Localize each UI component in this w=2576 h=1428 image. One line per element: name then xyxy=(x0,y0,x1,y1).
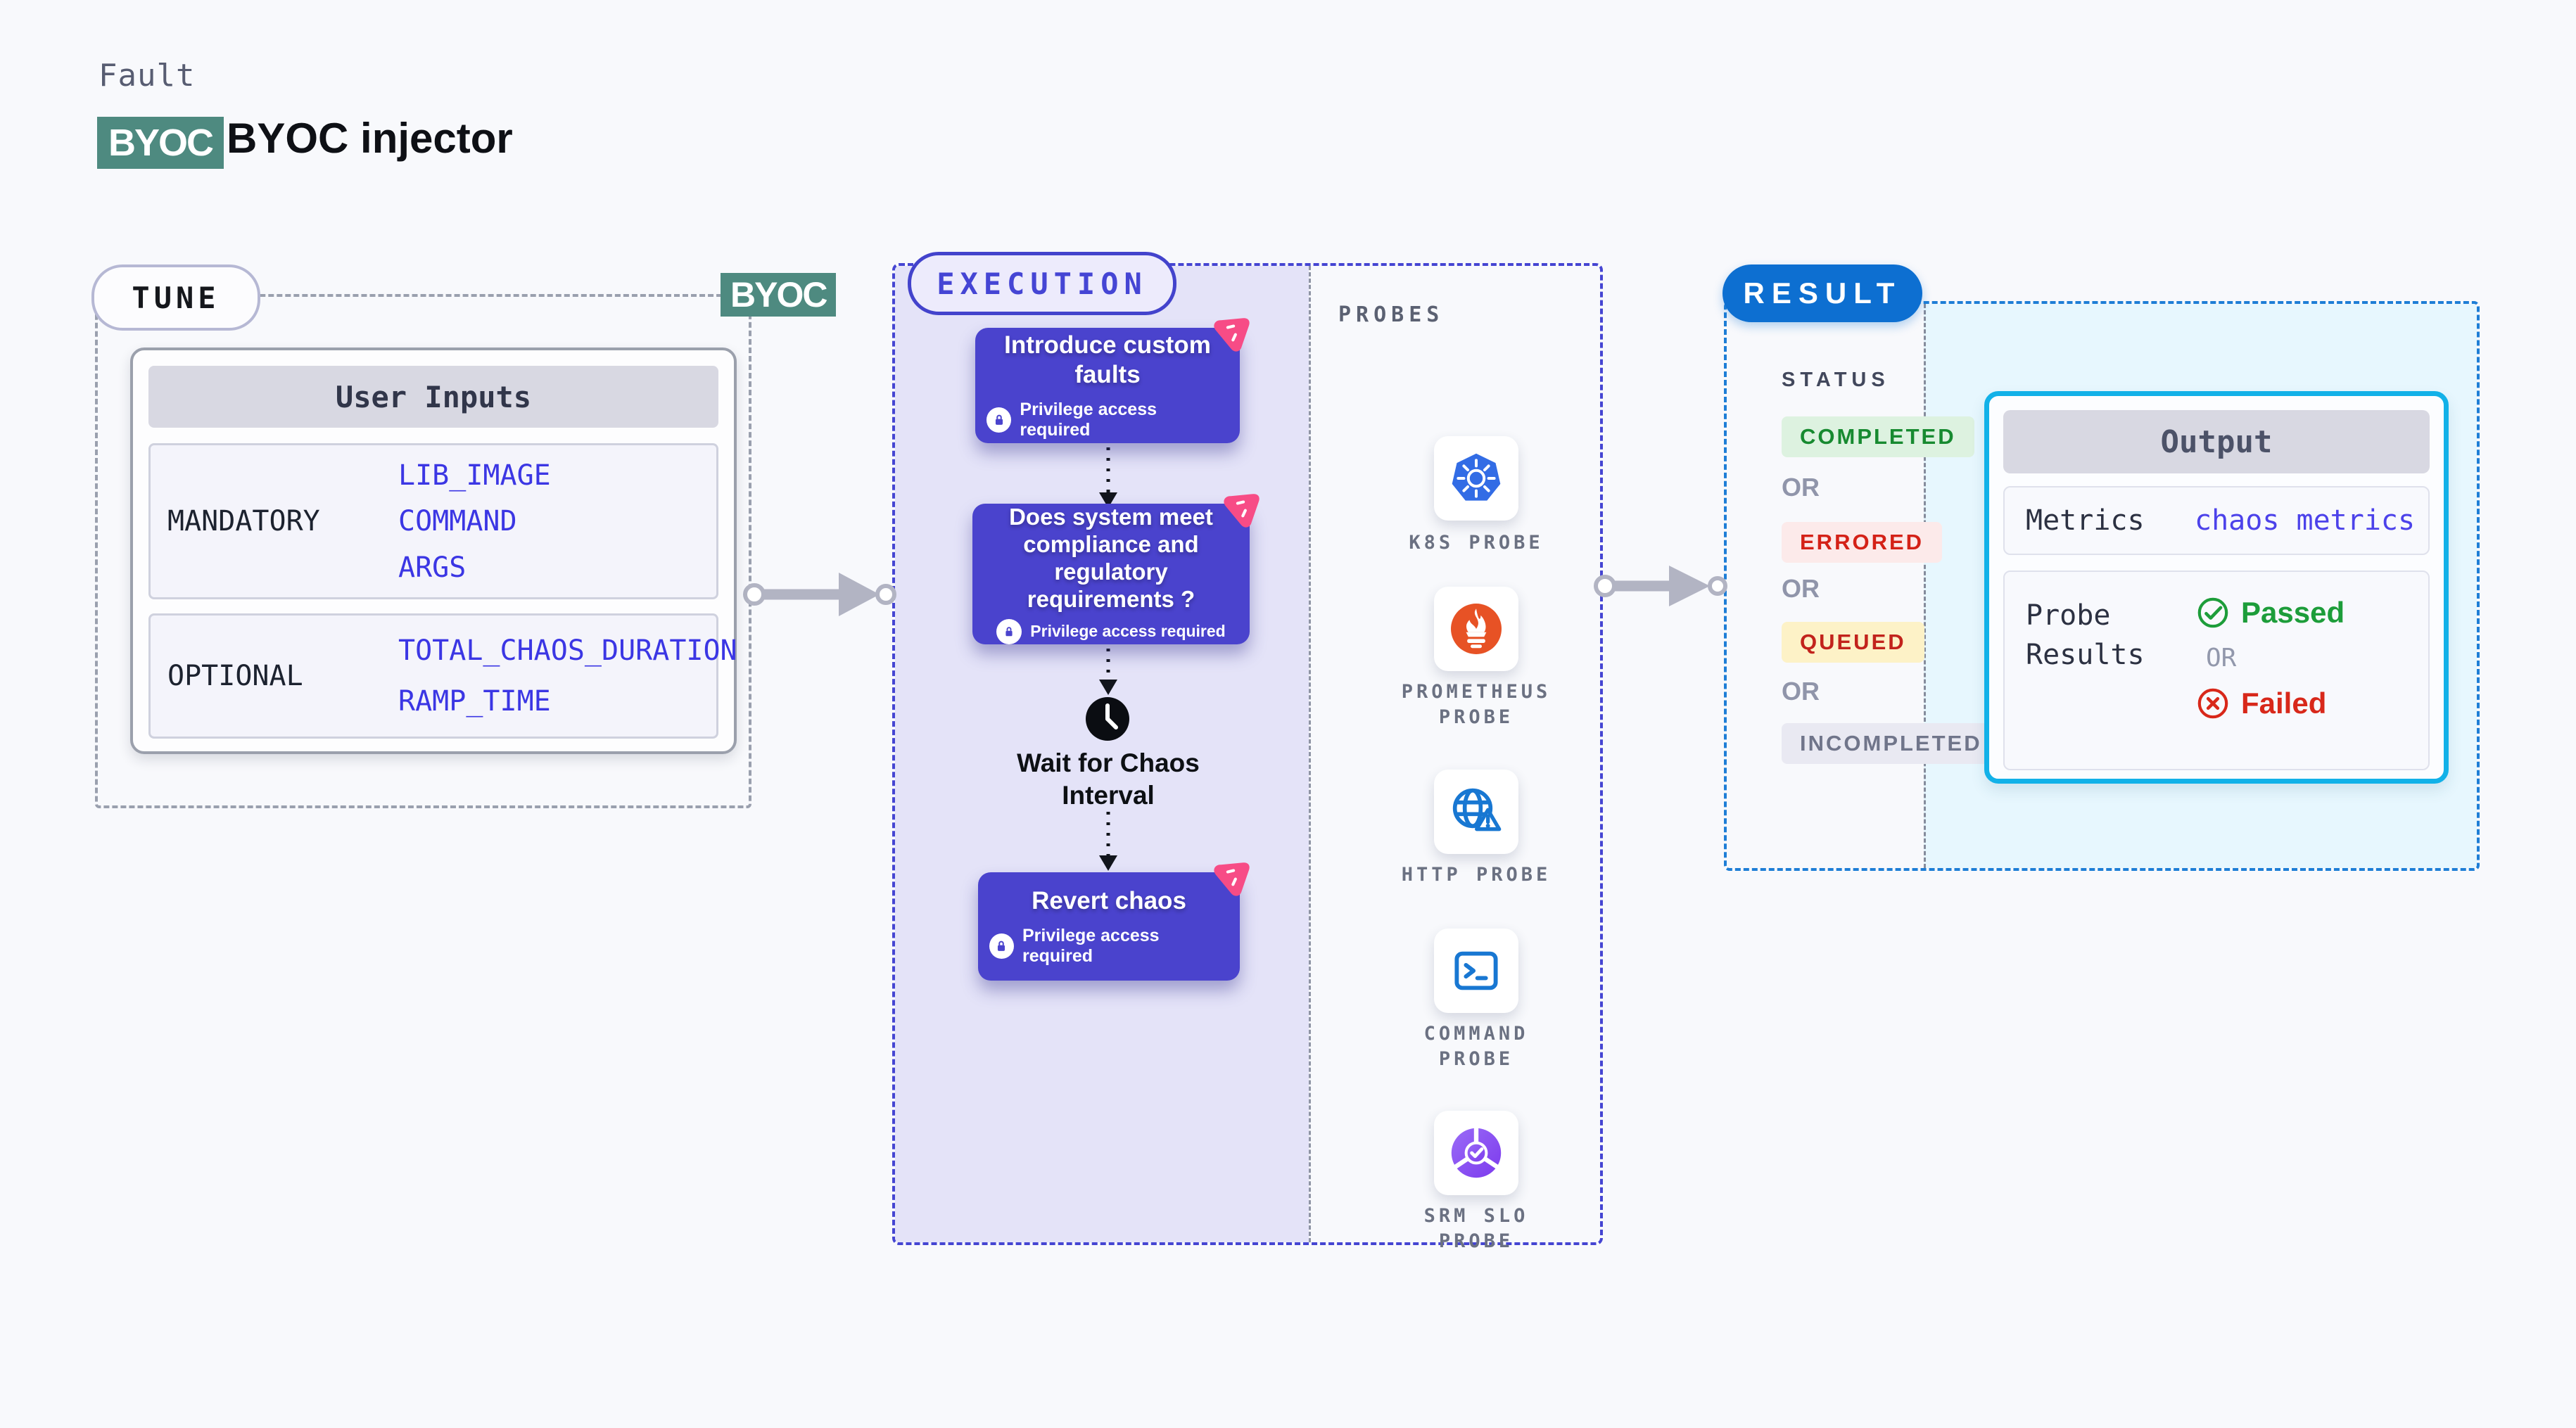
x-circle-icon xyxy=(2197,688,2228,719)
node-title: Does system meet compliance and regulato… xyxy=(1009,504,1213,612)
input-variable: ARGS xyxy=(398,551,467,584)
probe-results-label: Probe Results xyxy=(2026,599,2145,671)
node-compliance-check: Does system meet compliance and regulato… xyxy=(972,494,1260,644)
probe-label-prometheus: PROMETHEUS PROBE xyxy=(1401,681,1552,729)
byoc-badge: BYOC xyxy=(97,117,224,169)
lock-icon xyxy=(986,407,1012,433)
mandatory-label: MANDATORY xyxy=(167,505,320,537)
probe-card-srm-slo xyxy=(1434,1111,1518,1195)
verdict-passed: Passed xyxy=(2196,596,2345,630)
or-separator: OR xyxy=(2206,644,2237,672)
probe-label-srm-slo: SRM SLO PROBE xyxy=(1423,1205,1529,1253)
arrow-tune-to-execution xyxy=(743,573,896,616)
page-kicker: Fault xyxy=(99,58,196,94)
optional-label: OPTIONAL xyxy=(167,660,303,692)
tune-section xyxy=(95,294,751,808)
lock-icon xyxy=(996,618,1022,644)
output-card: Output Metrics chaos metrics Probe Resul… xyxy=(1984,391,2449,784)
privilege-badge: Privilege access required xyxy=(986,400,1229,440)
privilege-badge: Privilege access required xyxy=(989,926,1229,967)
user-input-row-mandatory: MANDATORY LIB_IMAGE COMMAND ARGS xyxy=(148,443,718,599)
execution-pill: EXECUTION xyxy=(908,252,1176,315)
result-pill: RESULT xyxy=(1722,264,1922,322)
input-variable: TOTAL_CHAOS_DURATION xyxy=(398,634,737,667)
privilege-text: Privilege access required xyxy=(1020,400,1157,440)
status-badge-queued: QUEUED xyxy=(1782,622,1924,663)
input-variable: COMMAND xyxy=(398,505,517,537)
verdict-failed: Failed xyxy=(2196,687,2345,720)
metrics-value: chaos metrics xyxy=(2195,504,2416,537)
probe-card-command xyxy=(1434,929,1518,1013)
or-separator: OR xyxy=(1782,574,1820,603)
optional-values: TOTAL_CHAOS_DURATION RAMP_TIME xyxy=(398,616,737,737)
passed-text: Passed xyxy=(2241,596,2345,629)
globe-alert-icon xyxy=(1452,788,1502,831)
user-inputs-card: User Inputs MANDATORY LIB_IMAGE COMMAND … xyxy=(130,348,737,754)
privilege-text: Privilege access required xyxy=(1030,622,1226,641)
prometheus-icon xyxy=(1451,604,1502,654)
node-revert-chaos: Revert chaos Privilege access required xyxy=(978,862,1250,981)
probe-card-http xyxy=(1434,770,1518,854)
probe-results-row: Probe Results Passed OR Failed xyxy=(2003,570,2430,770)
probe-label-k8s: K8S PROBE xyxy=(1409,532,1544,554)
execution-probes-divider xyxy=(1309,266,1311,1242)
probe-card-k8s xyxy=(1434,436,1518,521)
or-separator: OR xyxy=(1782,677,1820,706)
status-badge-completed: COMPLETED xyxy=(1782,416,1974,457)
privilege-text: Privilege access required xyxy=(1022,926,1160,966)
chaos-flag-icon xyxy=(1224,494,1260,528)
slo-check-icon xyxy=(1451,1127,1502,1178)
user-input-row-optional: OPTIONAL TOTAL_CHAOS_DURATION RAMP_TIME xyxy=(148,613,737,739)
input-variable: RAMP_TIME xyxy=(398,685,551,718)
arrow-probes-to-result xyxy=(1594,566,1727,606)
clock-icon xyxy=(1086,697,1129,741)
status-badge-incompleted: INCOMPLETED xyxy=(1782,723,2000,764)
kubernetes-icon xyxy=(1452,453,1501,501)
page-title: BYOC injector xyxy=(227,115,513,162)
probe-label-command: COMMAND PROBE xyxy=(1423,1023,1529,1071)
failed-text: Failed xyxy=(2241,687,2327,720)
status-label: STATUS xyxy=(1782,369,1890,391)
status-output-divider xyxy=(1924,304,1926,868)
node-introduce-faults: Introduce custom faults Privilege access… xyxy=(975,318,1250,443)
lock-icon xyxy=(989,933,1014,959)
output-header: Output xyxy=(2003,410,2430,473)
node-title: Revert chaos xyxy=(1032,887,1186,914)
mandatory-values: LIB_IMAGE COMMAND ARGS xyxy=(398,445,551,597)
metrics-label: Metrics xyxy=(2026,504,2145,537)
terminal-icon xyxy=(1454,951,1498,990)
privilege-badge: Privilege access required xyxy=(996,618,1226,644)
probes-label: PROBES xyxy=(1338,302,1445,327)
input-variable: LIB_IMAGE xyxy=(398,459,551,492)
chaos-flag-icon xyxy=(1214,862,1250,896)
probe-verdicts: Passed OR Failed xyxy=(2196,596,2345,720)
tune-pill: TUNE xyxy=(91,264,260,331)
probe-label-http: HTTP PROBE xyxy=(1401,864,1552,886)
byoc-corner-badge: BYOC xyxy=(721,273,837,317)
metrics-row: Metrics chaos metrics xyxy=(2003,486,2430,555)
wait-interval-label: Wait for Chaos Interval xyxy=(1017,748,1200,810)
status-badge-errored: ERRORED xyxy=(1782,522,1943,563)
node-title: Introduce custom faults xyxy=(1004,331,1211,388)
check-circle-icon xyxy=(2197,597,2228,628)
or-separator: OR xyxy=(1782,473,1820,502)
chaos-flag-icon xyxy=(1214,318,1250,352)
probe-card-prometheus xyxy=(1434,587,1518,671)
user-inputs-header: User Inputs xyxy=(148,366,718,428)
